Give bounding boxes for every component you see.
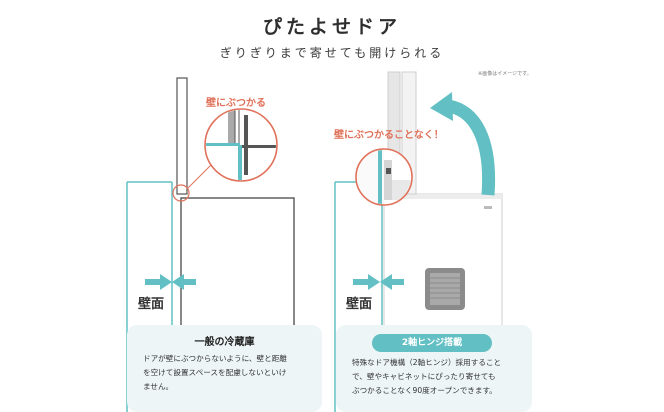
right-card-line: ぶつかることなく90度オープンできます。 bbox=[352, 386, 497, 395]
left-info-card bbox=[127, 325, 322, 412]
left-fridge-body bbox=[180, 197, 295, 327]
left-connector-line bbox=[187, 162, 214, 189]
image-note: ※画像はイメージです。 bbox=[478, 71, 532, 77]
left-arrows bbox=[145, 274, 196, 290]
right-card-line: 特殊なドア機構（2軸ヒンジ）採用すること bbox=[352, 358, 502, 367]
left-card-line: ません。 bbox=[143, 382, 174, 391]
right-card-body: 特殊なドア機構（2軸ヒンジ）採用すること で、壁やキャビネットにぴったり寄せても… bbox=[352, 356, 527, 398]
left-hinge-circle bbox=[172, 184, 190, 202]
left-callout: 壁にぶつかる bbox=[206, 98, 266, 109]
right-callout: 壁にぶつかることなく！ bbox=[334, 130, 444, 141]
left-card-title: 一般の冷蔵庫 bbox=[194, 337, 255, 348]
right-card-line: で、壁やキャビネットにぴったり寄せても bbox=[352, 372, 496, 381]
right-wall-label: 壁面 bbox=[346, 297, 373, 312]
left-zoom-circle bbox=[204, 108, 278, 182]
page-title: ぴたよせドア bbox=[262, 16, 401, 38]
right-zoom-circle bbox=[355, 148, 413, 206]
left-wall-label: 壁面 bbox=[138, 297, 165, 312]
left-open-door bbox=[176, 77, 188, 195]
left-card-line: ドアが壁にぶつからないように、壁と距離 bbox=[143, 354, 287, 363]
right-arrows bbox=[353, 274, 404, 290]
left-card-line: を空けて設置スペースを配慮しないといけ bbox=[143, 368, 287, 377]
left-card-body: ドアが壁にぶつからないように、壁と距離 を空けて設置スペースを配慮しないといけ … bbox=[143, 352, 313, 394]
page-subtitle: ぎりぎりまで寄せても開けられる bbox=[219, 46, 445, 60]
right-curved-arrow bbox=[446, 99, 496, 196]
hinge-badge: 2軸ヒンジ搭載 bbox=[372, 334, 492, 352]
